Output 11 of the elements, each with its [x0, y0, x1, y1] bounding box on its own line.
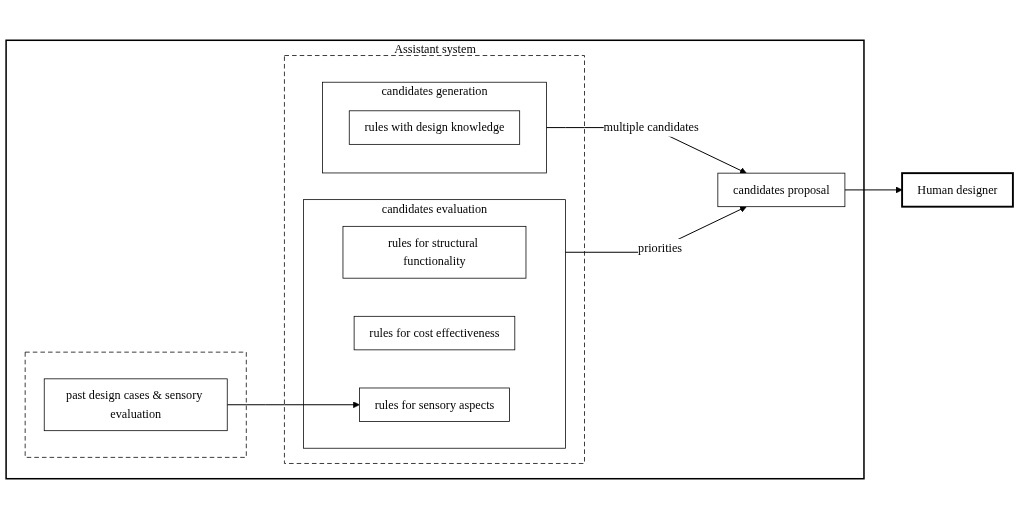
- node-box: rules for sensory aspects: [359, 387, 510, 422]
- cluster: [24, 351, 247, 458]
- edge-label: priorities: [638, 241, 683, 255]
- node-box: past design cases & sensory evaluation: [43, 378, 228, 432]
- node-box: rules with design knowledge: [348, 110, 521, 145]
- cluster: [284, 55, 585, 464]
- node-box: candidates proposal: [717, 172, 846, 208]
- node-box: rules for structural functionality: [342, 225, 527, 279]
- node-box: rules for cost effectiveness: [353, 315, 516, 351]
- edge-label: multiple candidates: [603, 120, 699, 134]
- node-box: Human designer: [901, 172, 1014, 208]
